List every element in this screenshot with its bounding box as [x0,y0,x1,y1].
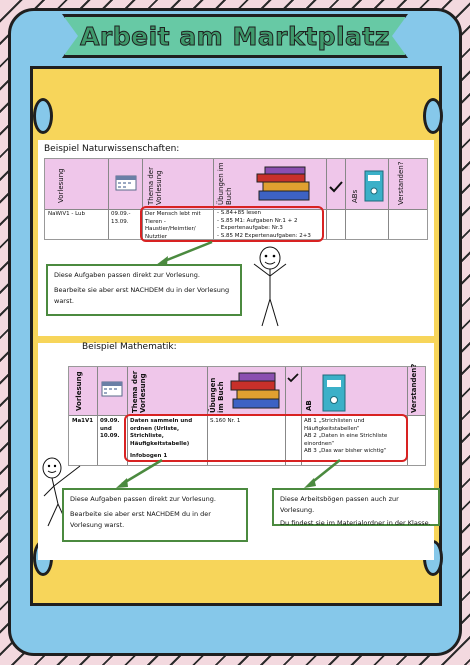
note-line: Diese Aufgaben passen direkt zur Vorlesu… [70,495,216,503]
note-line: Diese Aufgaben passen direkt zur Vorlesu… [54,271,200,279]
stick-figure-icon [253,246,287,327]
note-line: Bearbeite sie aber erst NACHDEM du in de… [70,510,211,529]
row-uebungen: S.160 Nr. 1 [210,418,241,424]
binder-hole-icon [423,98,443,134]
row-vorlesung: NaWiV1 - Lub [48,211,86,217]
uebung-item: - Expertenaufgabe: Nr.3 [217,225,283,231]
example1-table: Vorlesung Thema der Vorlesung Übungen im… [44,158,428,240]
uebung-item: - S.85 M2 Expertenaufgaben: 2+3 [217,232,311,239]
header-uebungen: Übungen im Buch [209,377,225,413]
binder-hole-icon [33,98,53,134]
ab-item: AB 1 „Strichlisten und Häufigkeitstabell… [304,418,365,432]
example1-heading: Beispiel Naturwissenschaften: [44,144,180,154]
header-verstanden: Verstanden? [397,161,405,205]
header-vorlesung: Vorlesung [57,168,65,203]
header-verstanden: Verstanden? [410,363,418,413]
row-infobogen: Infobogen 1 [130,453,168,459]
header-thema: Thema der Vorlesung [131,370,147,413]
note-line: Diese Arbeitsbögen passen auch zur Vorle… [280,495,399,514]
note-line: Du findest sie im Materialordner in der … [280,519,431,527]
example2-note-right: Diese Arbeitsbögen passen auch zur Vorle… [272,488,440,527]
binder-icon [364,170,384,202]
row-date: 09.09.- 13.09. [111,211,131,225]
arrow-icon [304,459,341,488]
row-thema: Daten sammeln und ordnen (Urliste, Stric… [130,418,193,447]
header-uebungen: Übungen im Buch [217,162,233,205]
highlight-box [140,206,324,242]
header-abs: ABs [351,189,359,203]
row-ab: AB 1 „Strichlisten und Häufigkeitstabell… [304,418,406,456]
binder-icon [322,374,346,412]
example1-note: Diese Aufgaben passen direkt zur Vorlesu… [46,264,242,316]
ab-item: AB 2 „Daten in eine Strichliste einordne… [304,433,388,447]
highlight-box [124,414,408,462]
calendar-icon [101,381,123,397]
header-vorlesung: Vorlesung [75,371,83,411]
header-ab: AB [305,400,313,411]
checkmark-icon [287,373,299,383]
stick-figure-icon [42,457,81,527]
arrow-icon [156,240,213,265]
uebung-item: - S.85 M1: Aufgaben Nr.1 + 2 [217,217,298,224]
calendar-icon [115,175,137,191]
example2-heading: Beispiel Mathematik: [82,342,177,352]
example2-note-left: Diese Aufgaben passen direkt zur Vorlesu… [62,488,248,542]
header-thema: Thema der Vorlesung [147,167,163,205]
note-line: Bearbeite sie aber erst NACHDEM du in de… [54,286,230,305]
ab-item: AB 3 „Das war bisher wichtig“ [304,448,387,454]
uebung-item: - S.84+85 lesen [217,210,261,216]
row-uebungen: - S.84+85 lesen - S.85 M1: Aufgaben Nr.1… [217,210,325,240]
arrow-icon [116,458,163,488]
books-icon [256,166,310,201]
row-thema: Der Mensch lebt mit Tieren - Haustier/He… [145,211,201,240]
title-banner [62,14,408,58]
page-title: Arbeit am Marktplatz [80,22,390,52]
checkmark-icon [329,181,343,193]
books-icon [230,372,280,409]
example2-table: Vorlesung Thema der Vorlesung Übungen im… [68,363,426,466]
row-date: 09.09. und 10.09. [100,418,120,439]
row-vorlesung: Ma1V1 [72,418,94,424]
